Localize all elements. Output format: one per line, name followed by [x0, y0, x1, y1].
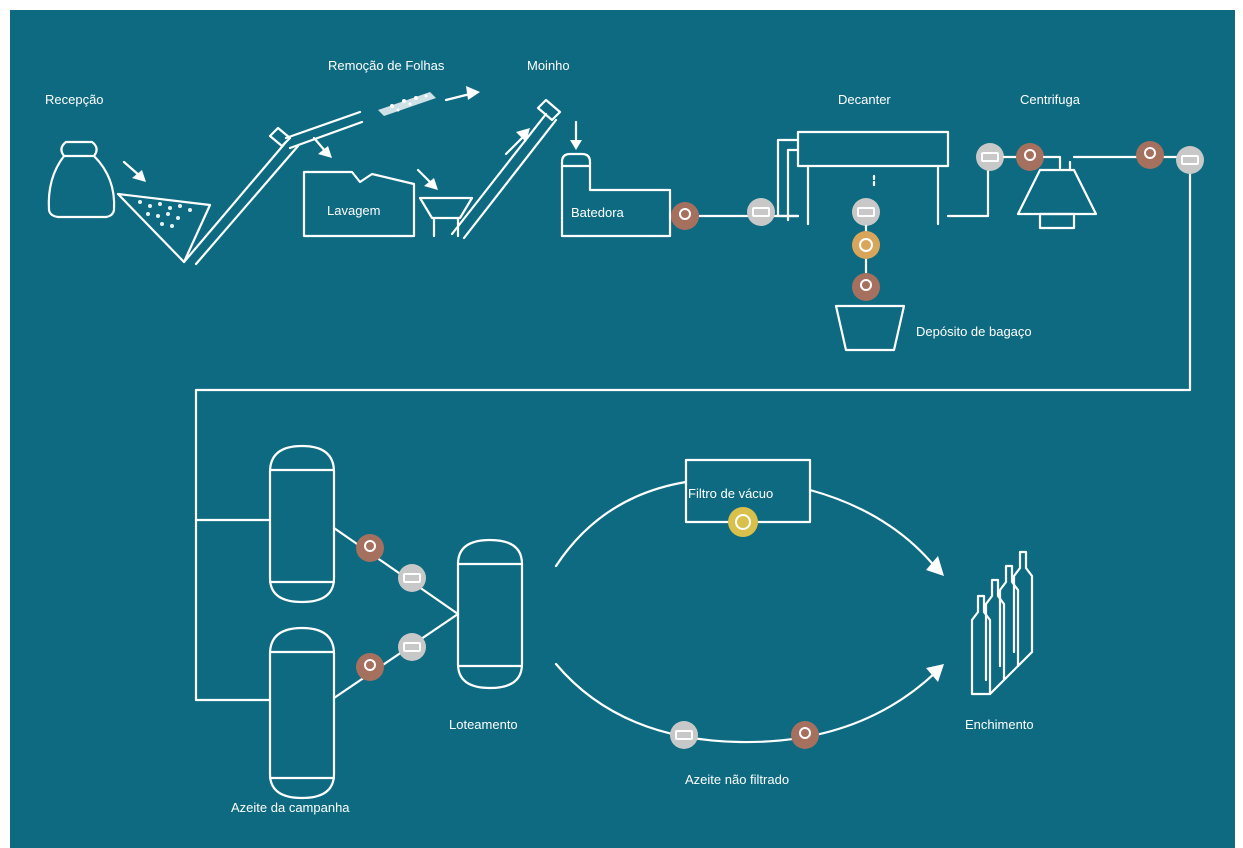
- flow-meter-icon: [671, 202, 699, 230]
- decanter-icon: [776, 130, 950, 226]
- filter-icon: [728, 507, 758, 537]
- label-loteamento: Loteamento: [449, 717, 518, 732]
- filter-glyph: [735, 514, 751, 530]
- flow-meter-icon: [791, 721, 819, 749]
- arrowhead-icon: [318, 146, 332, 158]
- pump-glyph: [981, 152, 999, 162]
- arrowhead-icon: [424, 178, 438, 190]
- label-decanter: Decanter: [838, 92, 891, 107]
- label-remocao-folhas: Remoção de Folhas: [328, 58, 445, 73]
- bottles-icon: [970, 550, 1034, 696]
- arrowhead-icon: [466, 86, 480, 100]
- flow-meter-glyph: [679, 208, 691, 220]
- flow-meter-icon: [356, 653, 384, 681]
- label-deposito-bagaco: Depósito de bagaço: [916, 324, 1032, 339]
- pump-glyph: [675, 730, 693, 740]
- pump-icon: [398, 633, 426, 661]
- flow-meter-glyph: [799, 727, 811, 739]
- valve-glyph: [859, 238, 873, 252]
- pump-icon: [852, 198, 880, 226]
- label-azeite-campanha: Azeite da campanha: [231, 800, 350, 815]
- conveyor-icon: [182, 110, 364, 266]
- arrow-icon: [444, 92, 472, 102]
- arrowhead-icon: [926, 664, 944, 682]
- label-batedora: Batedora: [571, 205, 625, 220]
- arrow-icon: [122, 160, 142, 178]
- diagram-canvas: Recepção Remoção de Folhas Moinho Lavage…: [45, 58, 1204, 815]
- pump-glyph: [403, 642, 421, 652]
- flow-meter-icon: [1016, 143, 1044, 171]
- arrowhead-icon: [570, 140, 582, 150]
- pump-icon: [670, 721, 698, 749]
- label-centrifuga: Centrifuga: [1020, 92, 1081, 107]
- pump-glyph: [403, 573, 421, 583]
- flow-meter-icon: [356, 534, 384, 562]
- pump-glyph: [1181, 155, 1199, 165]
- label-filtro-vacuo: Filtro de vácuo: [688, 486, 773, 501]
- flow-meter-icon: [852, 273, 880, 301]
- batedora-icon: [560, 152, 672, 238]
- pump-glyph: [752, 207, 770, 217]
- flow-meter-glyph: [364, 540, 376, 552]
- arrowhead-icon: [132, 170, 146, 182]
- unfiltered-route: [554, 662, 938, 744]
- arrowhead-icon: [926, 556, 944, 576]
- flow-meter-glyph: [1024, 149, 1036, 161]
- label-lavagem: Lavagem: [327, 203, 380, 218]
- washing-tank-icon: [302, 170, 416, 238]
- flow-meter-icon: [1136, 141, 1164, 169]
- pump-icon: [1176, 146, 1204, 174]
- sack-icon: [47, 140, 116, 219]
- arrowhead-icon: [516, 128, 530, 142]
- pump-icon: [976, 143, 1004, 171]
- pump-glyph: [857, 207, 875, 217]
- pomace-deposit-icon: [834, 304, 906, 352]
- hopper-icon: [116, 192, 212, 264]
- flow-meter-glyph: [860, 279, 872, 291]
- small-hopper-legs: [432, 216, 460, 238]
- centrifuge-icon: [1016, 160, 1098, 230]
- label-recepcao: Recepção: [45, 92, 104, 107]
- loteamento-tank-icon: [456, 538, 524, 690]
- small-hopper-icon: [418, 196, 474, 220]
- pump-icon: [747, 198, 775, 226]
- pump-icon: [398, 564, 426, 592]
- leaves-icon: [378, 92, 436, 116]
- conveyor-2-icon: [450, 98, 562, 240]
- label-azeite-nao-filtrado: Azeite não filtrado: [685, 772, 789, 787]
- campaign-tank-1-icon: [268, 444, 336, 604]
- flow-meter-glyph: [364, 659, 376, 671]
- label-moinho: Moinho: [527, 58, 570, 73]
- flow-meter-glyph: [1144, 147, 1156, 159]
- campaign-tank-2-icon: [268, 626, 336, 800]
- arrow-icon: [504, 134, 526, 156]
- olive-oil-process-diagram: Recepção Remoção de Folhas Moinho Lavage…: [10, 10, 1235, 848]
- valve-icon: [852, 231, 880, 259]
- label-enchimento: Enchimento: [965, 717, 1034, 732]
- filtered-route: [554, 480, 938, 570]
